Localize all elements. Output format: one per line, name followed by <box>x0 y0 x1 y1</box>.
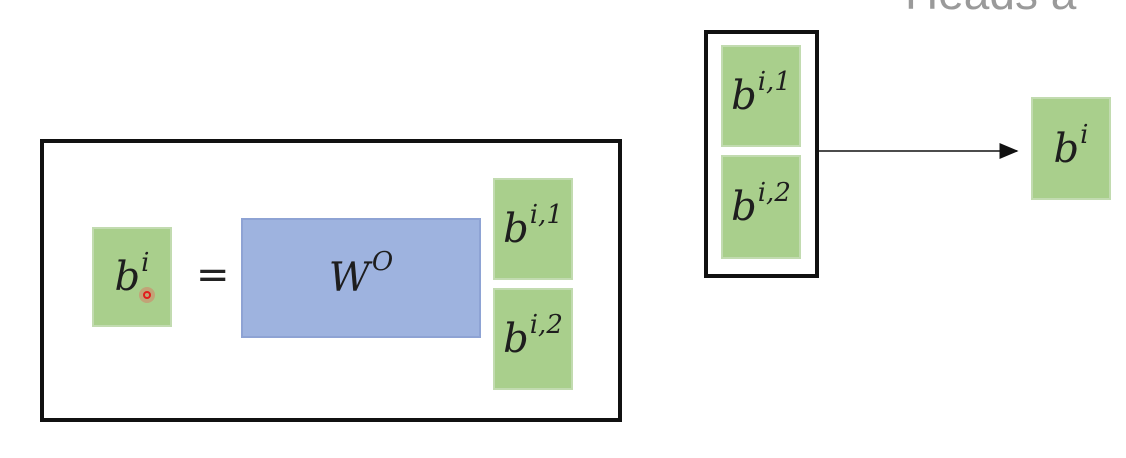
cursor-pointer-icon <box>143 291 151 299</box>
equals-sign: = <box>196 252 230 298</box>
concat-output-sup: i <box>1080 119 1089 150</box>
vector-cell-2-base: b <box>503 316 529 362</box>
stack-cell-2-sup: i,2 <box>757 178 791 208</box>
concat-output-base: b <box>1053 125 1080 172</box>
vector-cell-1-base: b <box>503 206 529 252</box>
vector-cell-2-sup: i,2 <box>529 310 563 340</box>
output-b-i-sup: i <box>141 248 150 278</box>
vector-cell-1-sup: i,1 <box>529 200 563 230</box>
stack-cell-1-sup: i,1 <box>757 67 791 97</box>
slide-title-partial: Heads a <box>905 0 1076 20</box>
weight-matrix-sup: O <box>371 247 394 277</box>
output-b-i-base: b <box>114 254 141 300</box>
stack-cell-1-base: b <box>731 73 757 119</box>
stack-cell-2-base: b <box>731 184 757 230</box>
weight-matrix-base: W <box>328 255 370 301</box>
